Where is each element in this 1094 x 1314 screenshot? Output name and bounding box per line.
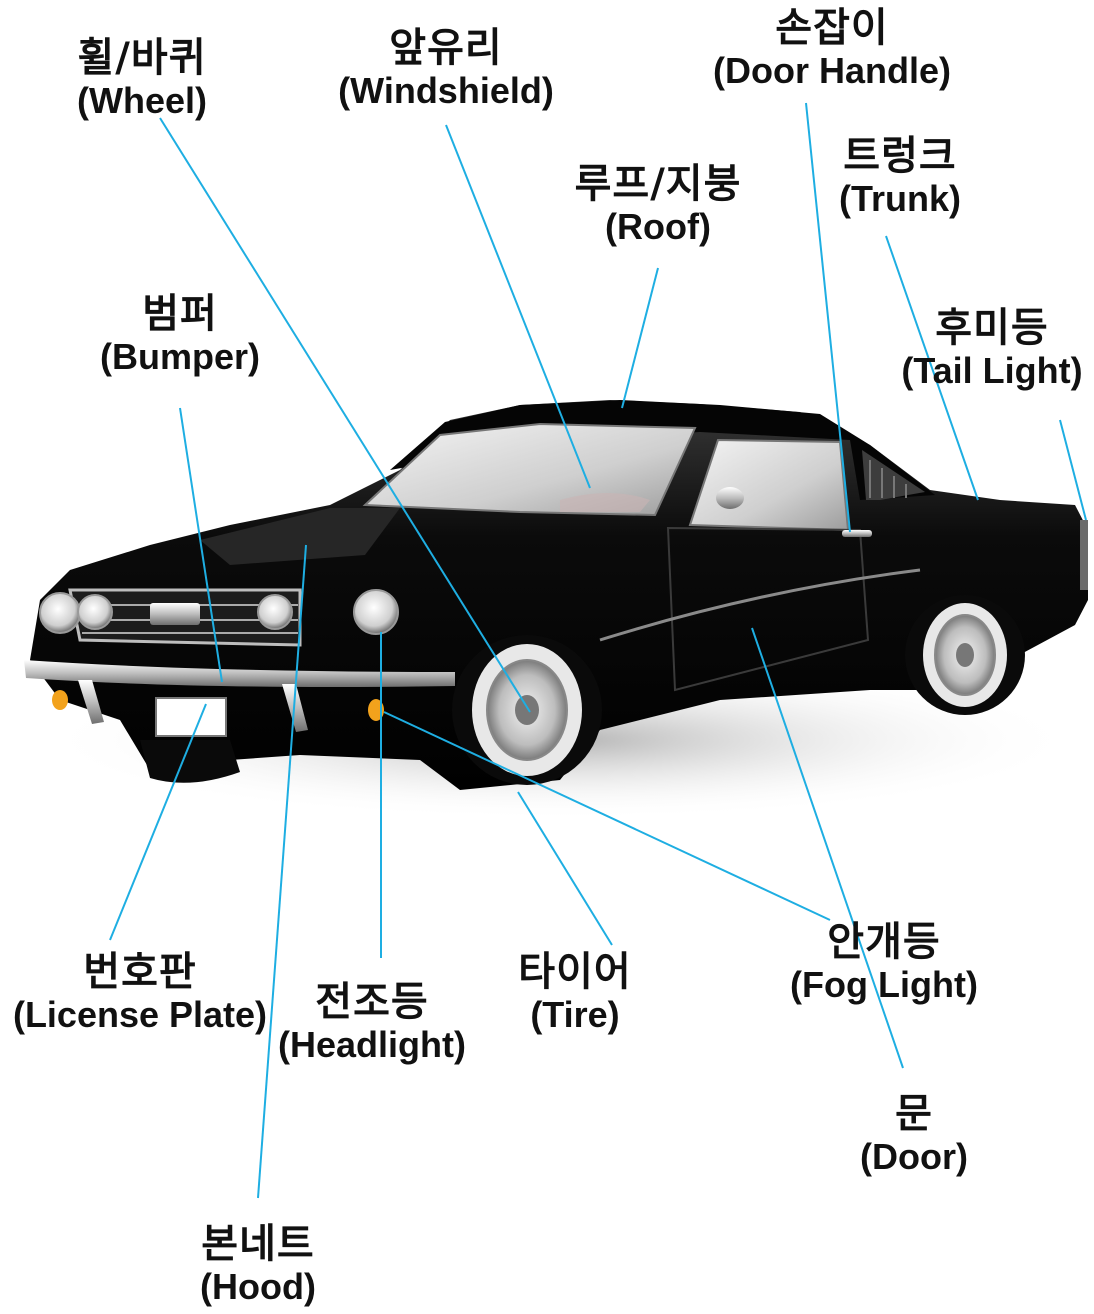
label-roof-ko: 루프/지붕	[574, 161, 742, 207]
label-fog-light-en: (Fog Light)	[790, 963, 978, 1005]
label-windshield-en: (Windshield)	[338, 69, 554, 111]
leader-line-tail-light	[1059, 419, 1087, 521]
label-trunk-ko: 트렁크	[843, 133, 957, 179]
label-windshield-ko: 앞유리	[389, 25, 503, 71]
label-headlight-en: (Headlight)	[278, 1023, 466, 1065]
license-plate	[155, 697, 227, 737]
label-wheel: 휠/바퀴 (Wheel)	[77, 36, 207, 121]
rear-vent	[862, 450, 925, 500]
label-license-plate: 번호판 (License Plate)	[13, 950, 267, 1035]
label-fog-light: 안개등 (Fog Light)	[790, 920, 978, 1005]
leader-line-door	[751, 627, 904, 1069]
label-door-handle-en: (Door Handle)	[713, 49, 951, 91]
label-tire-ko: 타이어	[518, 949, 632, 995]
leader-line-tire	[517, 791, 613, 946]
label-hood: 본네트 (Hood)	[200, 1222, 316, 1307]
label-tail-light-en: (Tail Light)	[901, 349, 1083, 391]
label-trunk: 트렁크 (Trunk)	[839, 134, 961, 219]
label-door-handle: 손잡이 (Door Handle)	[713, 6, 951, 91]
leader-line-door-handle	[805, 102, 851, 533]
label-roof: 루프/지붕 (Roof)	[575, 162, 742, 247]
leader-line-hood	[257, 544, 307, 1199]
label-hood-en: (Hood)	[200, 1265, 316, 1307]
hood-surface	[200, 508, 400, 565]
leader-line-windshield	[445, 124, 591, 489]
label-tire: 타이어 (Tire)	[518, 950, 631, 1035]
label-headlight-ko: 전조등	[315, 979, 429, 1025]
label-roof-en: (Roof)	[605, 205, 711, 247]
label-windshield: 앞유리 (Windshield)	[338, 26, 554, 111]
leader-line-fog-light	[383, 711, 831, 921]
label-license-plate-ko: 번호판	[83, 949, 197, 995]
label-bumper: 범퍼 (Bumper)	[100, 292, 260, 377]
label-trunk-en: (Trunk)	[839, 177, 961, 219]
label-hood-ko: 본네트	[201, 1221, 315, 1267]
leader-line-trunk	[885, 235, 979, 501]
emblem	[150, 603, 200, 625]
label-door-en: (Door)	[860, 1135, 968, 1177]
label-wheel-ko: 휠/바퀴	[77, 35, 207, 81]
label-fog-light-ko: 안개등	[827, 919, 941, 965]
label-bumper-ko: 범퍼	[142, 291, 218, 337]
tail-light	[1080, 520, 1088, 590]
body-stripe	[599, 568, 921, 642]
bumper-guard-left	[78, 680, 104, 724]
label-tail-light-ko: 후미등	[935, 305, 1049, 351]
leader-line-license-plate	[109, 703, 207, 941]
fog-light-left	[52, 690, 68, 710]
inner-headlight-left	[77, 594, 113, 630]
label-door: 문 (Door)	[860, 1092, 968, 1177]
label-door-handle-ko: 손잡이	[775, 5, 889, 51]
front-bumper	[24, 660, 455, 687]
front-left-tire	[140, 740, 240, 783]
label-wheel-en: (Wheel)	[77, 79, 207, 121]
label-tail-light: 후미등 (Tail Light)	[901, 306, 1082, 391]
windshield-wiper-shade	[560, 493, 650, 512]
headlight-main	[353, 589, 399, 635]
leader-line-wheel	[159, 117, 531, 713]
label-door-ko: 문	[895, 1091, 933, 1137]
label-headlight: 전조등 (Headlight)	[278, 980, 466, 1065]
label-tire-en: (Tire)	[530, 993, 620, 1035]
leader-line-bumper	[179, 407, 223, 683]
door-outline	[666, 526, 870, 692]
windshield	[362, 422, 697, 517]
label-license-plate-en: (License Plate)	[12, 993, 268, 1035]
side-mirror	[716, 487, 744, 509]
label-bumper-en: (Bumper)	[100, 335, 260, 377]
leader-line-roof	[621, 267, 659, 409]
inner-headlight-right	[257, 594, 293, 630]
